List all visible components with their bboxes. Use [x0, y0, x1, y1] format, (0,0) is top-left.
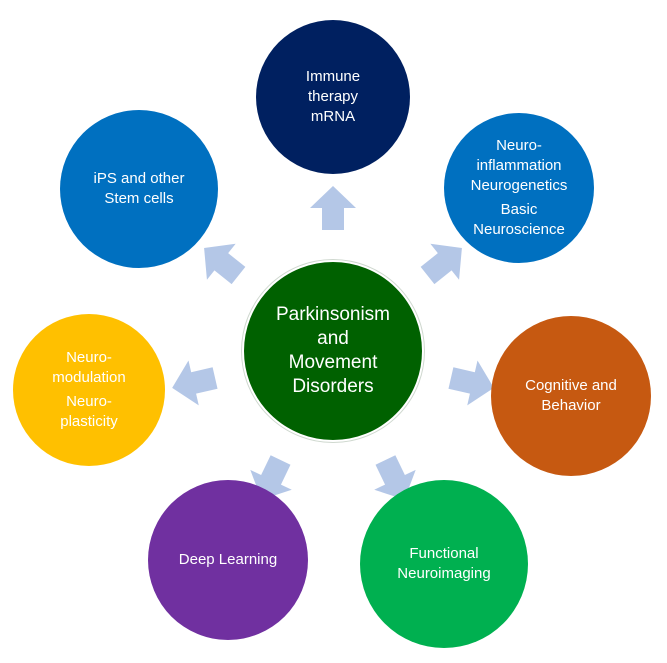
arrow-to-ips-stem-cells: [204, 243, 246, 285]
label-line: Neuro-: [66, 349, 112, 366]
node-cognitive-behavior-label: Cognitive and Behavior: [525, 376, 617, 416]
label-line: Immune: [305, 68, 361, 85]
label-line: modulation: [52, 369, 126, 386]
label-line: Neuroscience: [473, 221, 565, 238]
label-line: Stem cells: [104, 190, 174, 207]
label-line: therapy: [307, 88, 359, 105]
node-functional-neuroimaging-label: Functional Neuroimaging: [397, 544, 490, 584]
label-line: Neurogenetics: [470, 177, 568, 194]
label-line: Neuroimaging: [397, 565, 491, 582]
label-line: Behavior: [541, 397, 601, 414]
label-line: Functional: [409, 545, 479, 562]
center-line-2: and: [317, 328, 349, 349]
node-immune-therapy-label: Immune therapy mRNA: [306, 67, 360, 127]
label-line: Basic: [500, 201, 538, 218]
node-ips-stem-cells: iPS and other Stem cells: [60, 110, 218, 268]
node-functional-neuroimaging: Functional Neuroimaging: [360, 480, 528, 648]
label-line: mRNA: [310, 108, 356, 125]
node-neuroinflammation: Neuro- inflammation Neurogenetics Basic …: [444, 113, 594, 263]
node-neuroinflammation-label-2: Basic Neuroscience: [473, 200, 565, 240]
node-cognitive-behavior: Cognitive and Behavior: [491, 316, 651, 476]
arrow-to-neuroinflammation: [420, 243, 462, 285]
center-line-1: Parkinsonism: [275, 304, 391, 325]
arrow-to-immune-therapy: [310, 186, 356, 230]
center-node-parkinsonism: Parkinsonism and Movement Disorders: [242, 260, 424, 442]
node-deep-learning: Deep Learning: [148, 480, 308, 640]
center-line-3: Movement: [288, 352, 378, 373]
arrow-to-neuromodulation: [172, 360, 218, 406]
center-line-4: Disorders: [292, 376, 374, 397]
node-neuroinflammation-label: Neuro- inflammation Neurogenetics: [471, 136, 568, 196]
label-line: Deep Learning: [178, 551, 278, 568]
label-line: Neuro-: [496, 137, 542, 154]
label-line: Neuro-: [66, 393, 112, 410]
node-neuromodulation: Neuro- modulation Neuro- plasticity: [13, 314, 165, 466]
label-line: plasticity: [60, 413, 118, 430]
node-ips-stem-cells-label: iPS and other Stem cells: [94, 169, 185, 209]
node-deep-learning-label: Deep Learning: [179, 550, 277, 570]
node-immune-therapy: Immune therapy mRNA: [256, 20, 410, 174]
arrow-to-cognitive-behavior: [448, 360, 494, 406]
node-neuromodulation-label: Neuro- modulation: [52, 348, 125, 388]
label-line: iPS and other: [93, 170, 185, 187]
label-line: inflammation: [476, 157, 562, 174]
center-node-label: Parkinsonism and Movement Disorders: [276, 303, 390, 399]
node-neuromodulation-label-2: Neuro- plasticity: [60, 392, 118, 432]
label-line: Cognitive and: [525, 377, 617, 394]
